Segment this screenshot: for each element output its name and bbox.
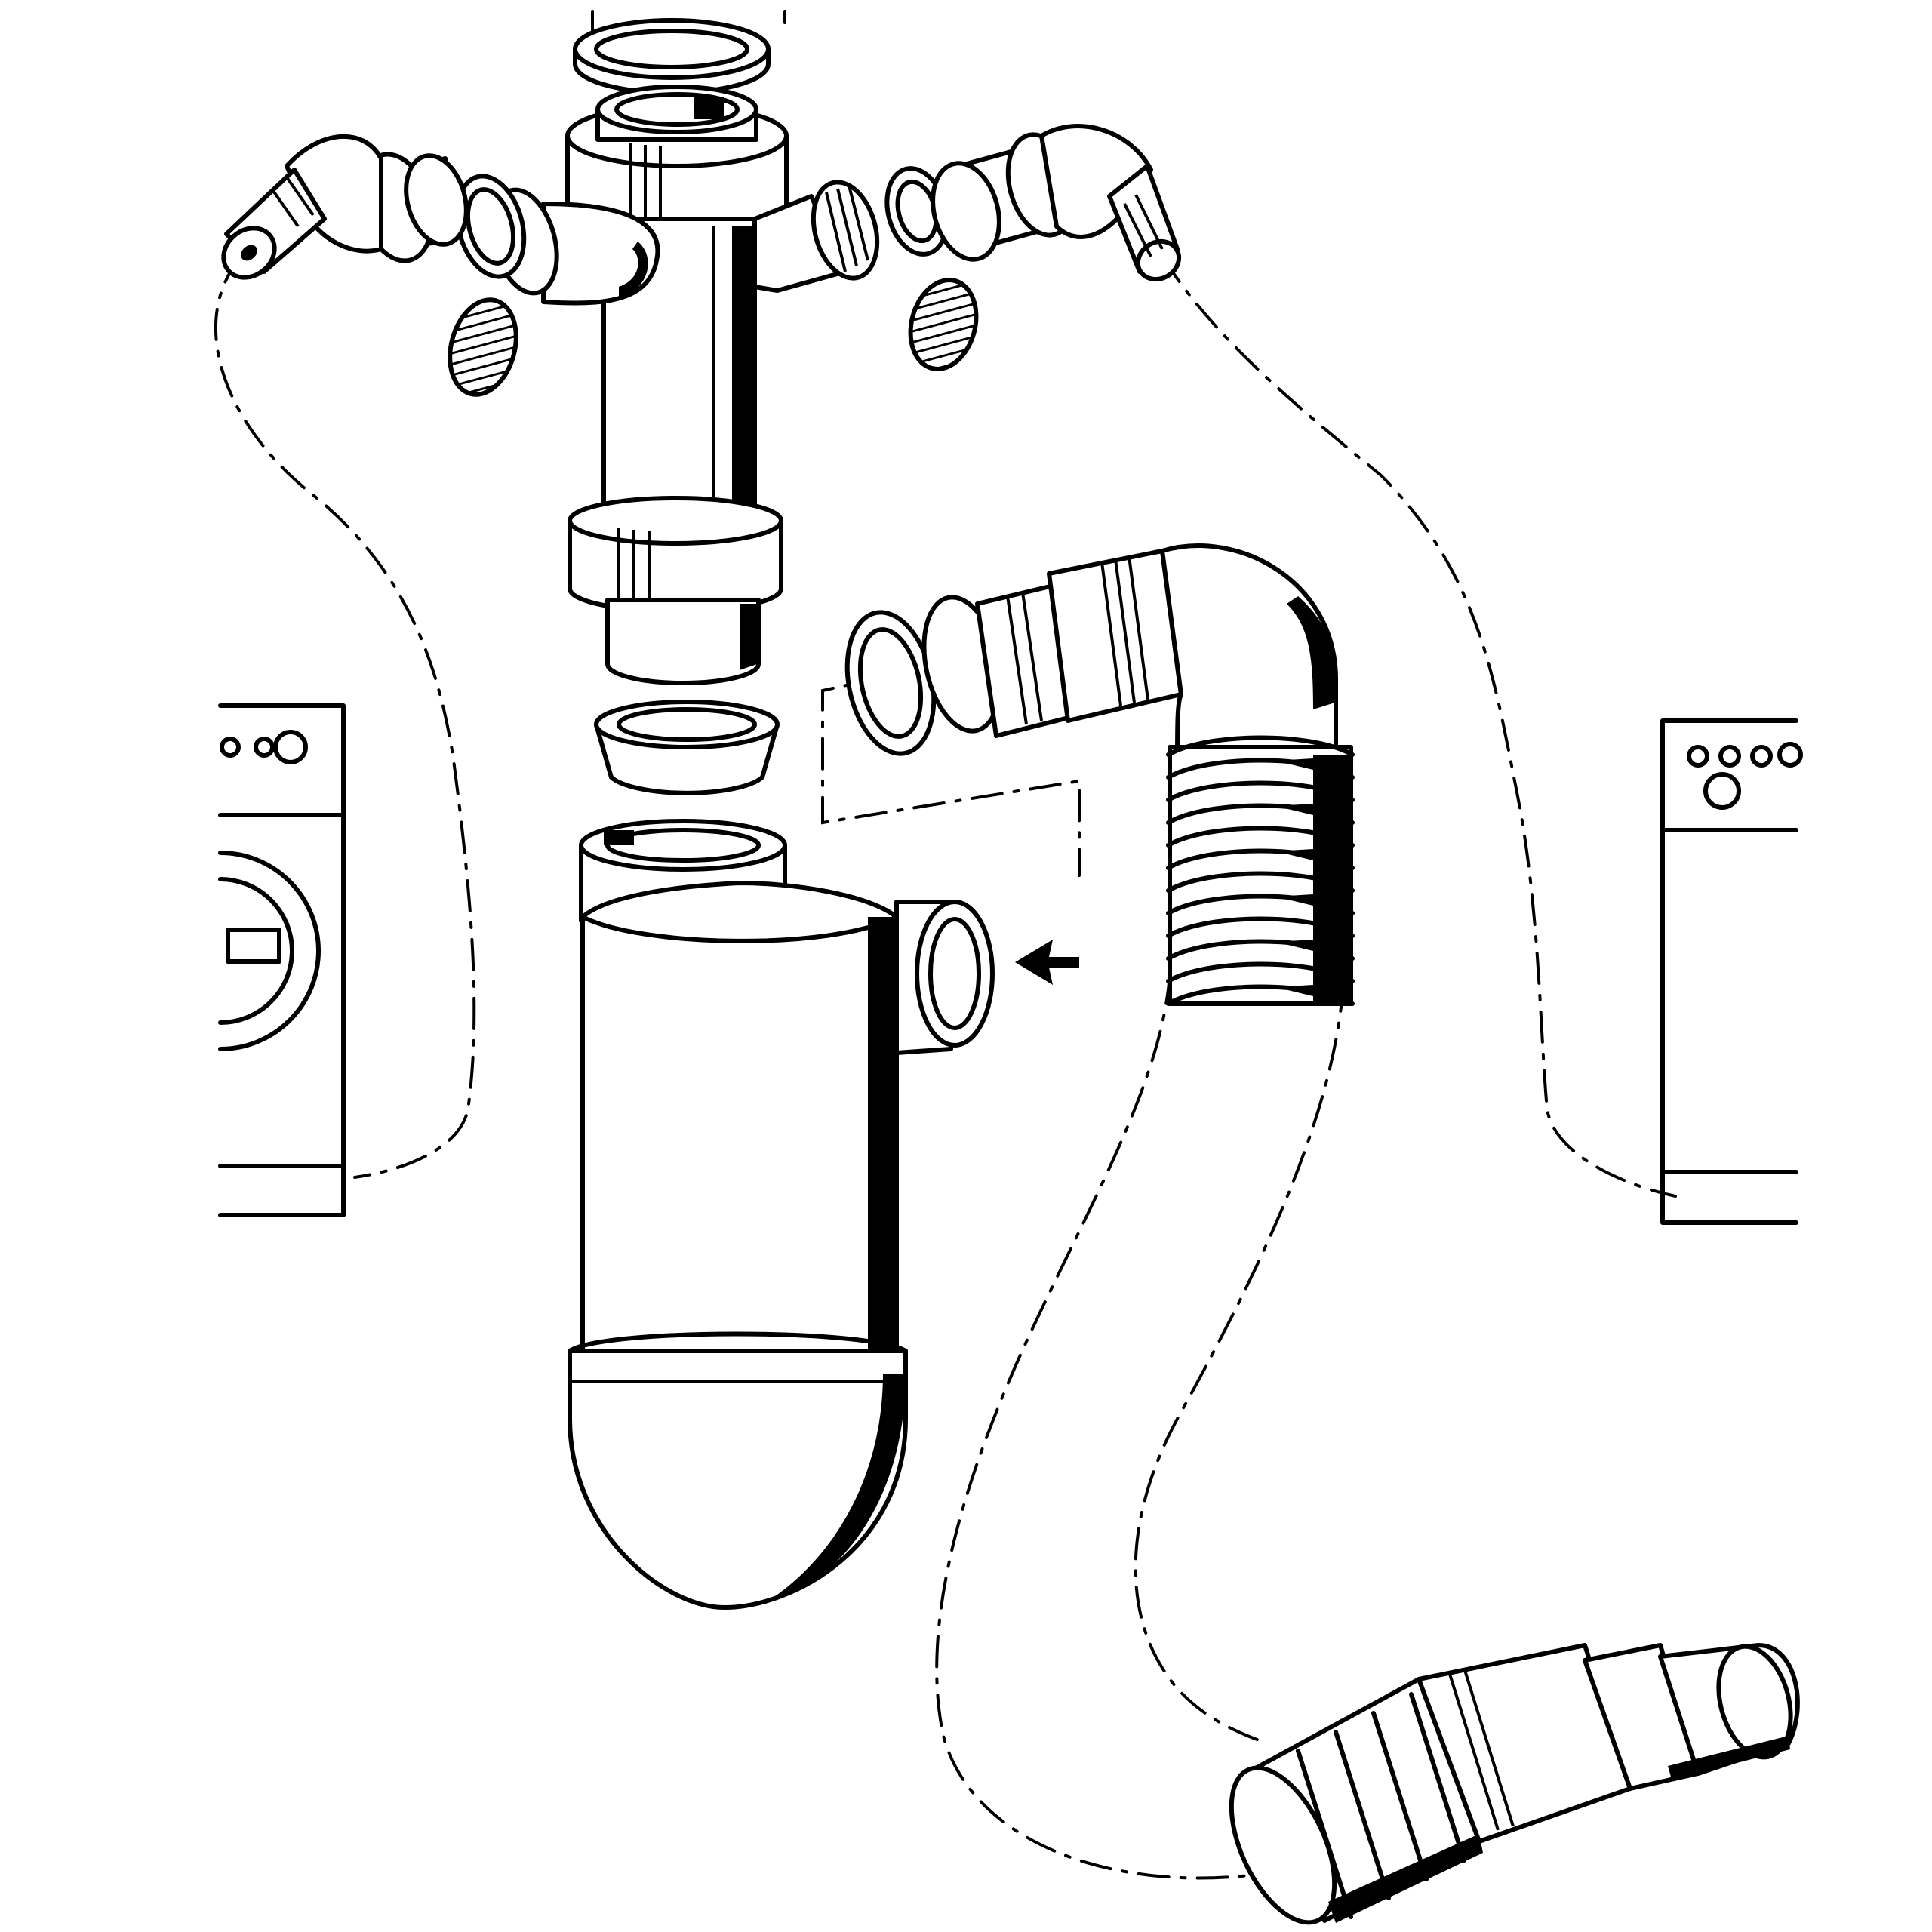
left-elbow-hose-connector [221,134,469,280]
knob-icon [220,737,241,758]
right-blanking-cap [908,278,979,371]
knob-icon [1750,745,1773,768]
assembly-path-guide [821,674,1081,877]
hose-guide-lower-left [1134,980,1345,1745]
trap-side-outlet [894,900,1079,1055]
insert-arrow-icon [1015,940,1079,985]
bottle-trap [568,819,908,1610]
knob-icon [273,730,308,764]
outlet-hose-guide [935,972,1300,1880]
porthole-door [218,851,321,1051]
right-elbow-hose-connector [931,124,1182,282]
right-washing-machine [1660,718,1803,1225]
right-hose-guide [1161,255,1677,1198]
conical-washer [594,700,780,795]
inlet-tube [601,217,757,515]
outlet-elbow [844,543,1338,764]
knob-icon [1703,772,1741,810]
knob-icon [1777,742,1803,768]
left-side-branch [454,174,660,306]
knob-icon [1718,745,1741,768]
tube-collar-nut [568,496,783,685]
left-blanking-cap [448,297,518,397]
knob-icon [1687,745,1709,768]
reducer-adapter [1229,1643,1800,1925]
knob-icon [254,737,275,758]
top-seal-ring [573,18,771,95]
left-washing-machine [218,703,346,1217]
corrugated-hose [1166,735,1355,1006]
left-hose-guide [214,255,476,1179]
